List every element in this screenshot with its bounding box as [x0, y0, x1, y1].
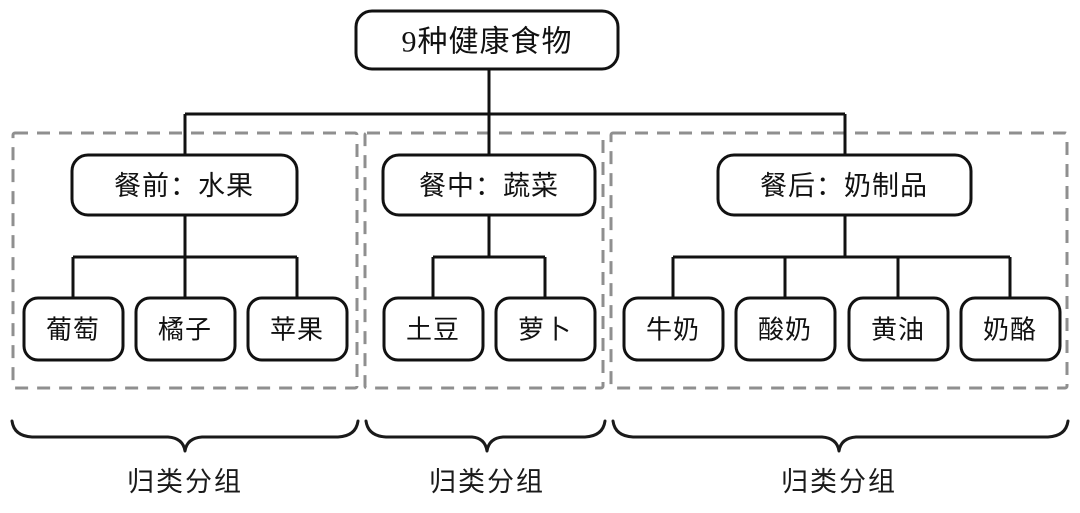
node-root[interactable]: 9种健康食物	[354, 9, 620, 71]
node-leaf-yogurt[interactable]: 酸奶	[734, 296, 837, 362]
node-leaf-butter-box	[847, 296, 950, 362]
node-leaf-radish[interactable]: 萝卜	[494, 296, 597, 362]
node-leaf-apple-box	[246, 296, 349, 362]
node-leaf-grape[interactable]: 葡萄	[22, 296, 125, 362]
node-root-label: 9种健康食物	[402, 26, 573, 59]
node-leaf-yogurt-box	[734, 296, 837, 362]
node-leaf-potato[interactable]: 土豆	[382, 296, 485, 362]
node-leaf-milk-box	[622, 296, 725, 362]
brace-vegetable	[364, 419, 607, 453]
node-vegetable-parent-label: 餐中：蔬菜	[419, 171, 559, 201]
node-fruit-parent-box	[70, 153, 299, 217]
node-leaf-grape-label: 葡萄	[46, 316, 100, 345]
node-leaf-butter-label: 黄油	[871, 316, 925, 345]
node-leaf-potato-box	[382, 296, 485, 362]
caption-dairy: 归类分组	[781, 467, 897, 497]
node-leaf-orange-box	[134, 296, 237, 362]
node-leaf-grape-box	[22, 296, 125, 362]
node-dairy-parent-label: 餐后：奶制品	[760, 171, 928, 201]
node-leaf-apple-label: 苹果	[270, 316, 324, 345]
group-frame-fruit	[11, 131, 359, 390]
node-leaf-potato-label: 土豆	[406, 316, 460, 345]
node-group-fruit-parent[interactable]: 餐前：水果	[70, 153, 299, 217]
node-leaf-cheese-label: 奶酪	[983, 316, 1037, 345]
node-leaf-milk-label: 牛奶	[646, 316, 700, 345]
node-dairy-parent-box	[716, 153, 973, 217]
node-leaf-orange-label: 橘子	[158, 316, 212, 345]
node-leaf-milk[interactable]: 牛奶	[622, 296, 725, 362]
node-leaf-butter[interactable]: 黄油	[847, 296, 950, 362]
caption-fruit: 归类分组	[127, 467, 243, 497]
node-vegetable-parent-box	[381, 153, 597, 217]
node-fruit-parent-label: 餐前：水果	[114, 171, 254, 201]
node-leaf-yogurt-label: 酸奶	[758, 316, 812, 345]
node-group-dairy-parent[interactable]: 餐后：奶制品	[716, 153, 973, 217]
group-frame-dairy	[609, 131, 1069, 390]
node-leaf-cheese-box	[959, 296, 1062, 362]
brace-dairy	[611, 419, 1070, 453]
node-leaf-orange[interactable]: 橘子	[134, 296, 237, 362]
group-frame-vegetable	[363, 131, 605, 390]
node-group-vegetable-parent[interactable]: 餐中：蔬菜	[381, 153, 597, 217]
node-root-box	[354, 9, 620, 71]
node-leaf-cheese[interactable]: 奶酪	[959, 296, 1062, 362]
node-leaf-radish-label: 萝卜	[518, 316, 572, 345]
node-leaf-radish-box	[494, 296, 597, 362]
brace-fruit	[10, 419, 360, 453]
node-leaf-apple[interactable]: 苹果	[246, 296, 349, 362]
caption-vegetable: 归类分组	[429, 467, 545, 497]
